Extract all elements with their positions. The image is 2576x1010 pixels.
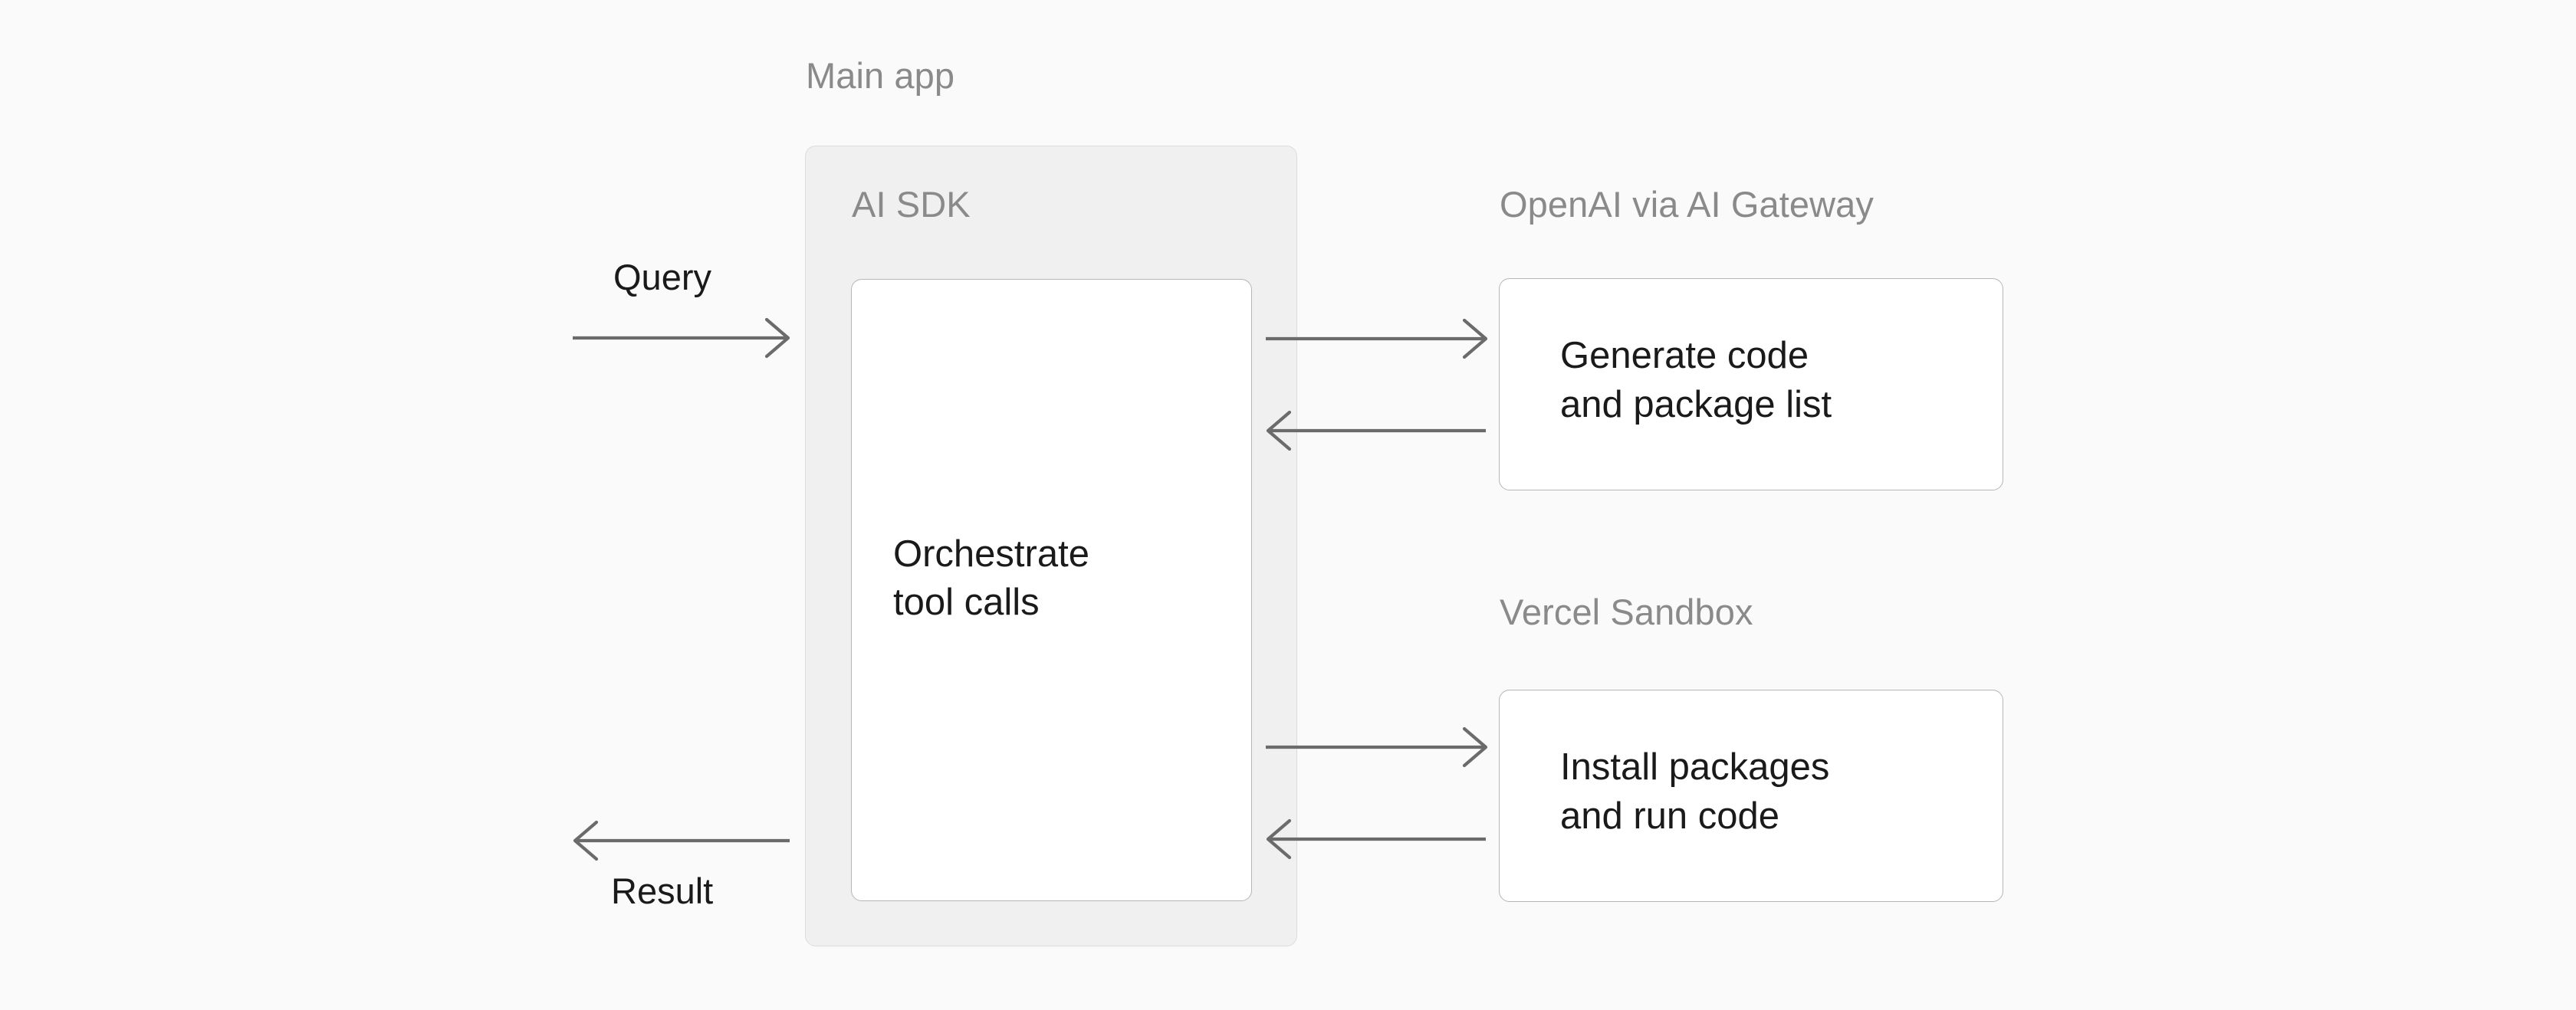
node-label-install-packages: Install packages and run code	[1560, 746, 1830, 837]
edge-query-in	[573, 317, 790, 359]
node-label-orchestrate: Orchestrate tool calls	[893, 533, 1089, 623]
node-generate-code	[1499, 278, 2003, 490]
edge-sandbox-to-sdk	[1266, 818, 1486, 860]
edge-label-result: Result	[611, 871, 714, 911]
group-caption-ai-sdk: AI SDK	[852, 184, 971, 225]
group-caption-vercel-sandbox: Vercel Sandbox	[1500, 592, 1753, 632]
edge-gateway-to-sdk	[1266, 410, 1486, 451]
edge-label-query: Query	[613, 257, 711, 297]
edge-sdk-to-sandbox	[1266, 726, 1488, 768]
group-caption-openai-gateway: OpenAI via AI Gateway	[1500, 184, 1875, 225]
edge-result-out	[573, 820, 790, 861]
edge-sdk-to-gateway	[1266, 318, 1488, 359]
group-caption-main-app: Main app	[806, 55, 955, 96]
node-install-packages	[1499, 690, 2003, 902]
node-orchestrate-tool-calls	[851, 279, 1252, 901]
node-label-generate-code: Generate code and package list	[1560, 335, 1832, 425]
